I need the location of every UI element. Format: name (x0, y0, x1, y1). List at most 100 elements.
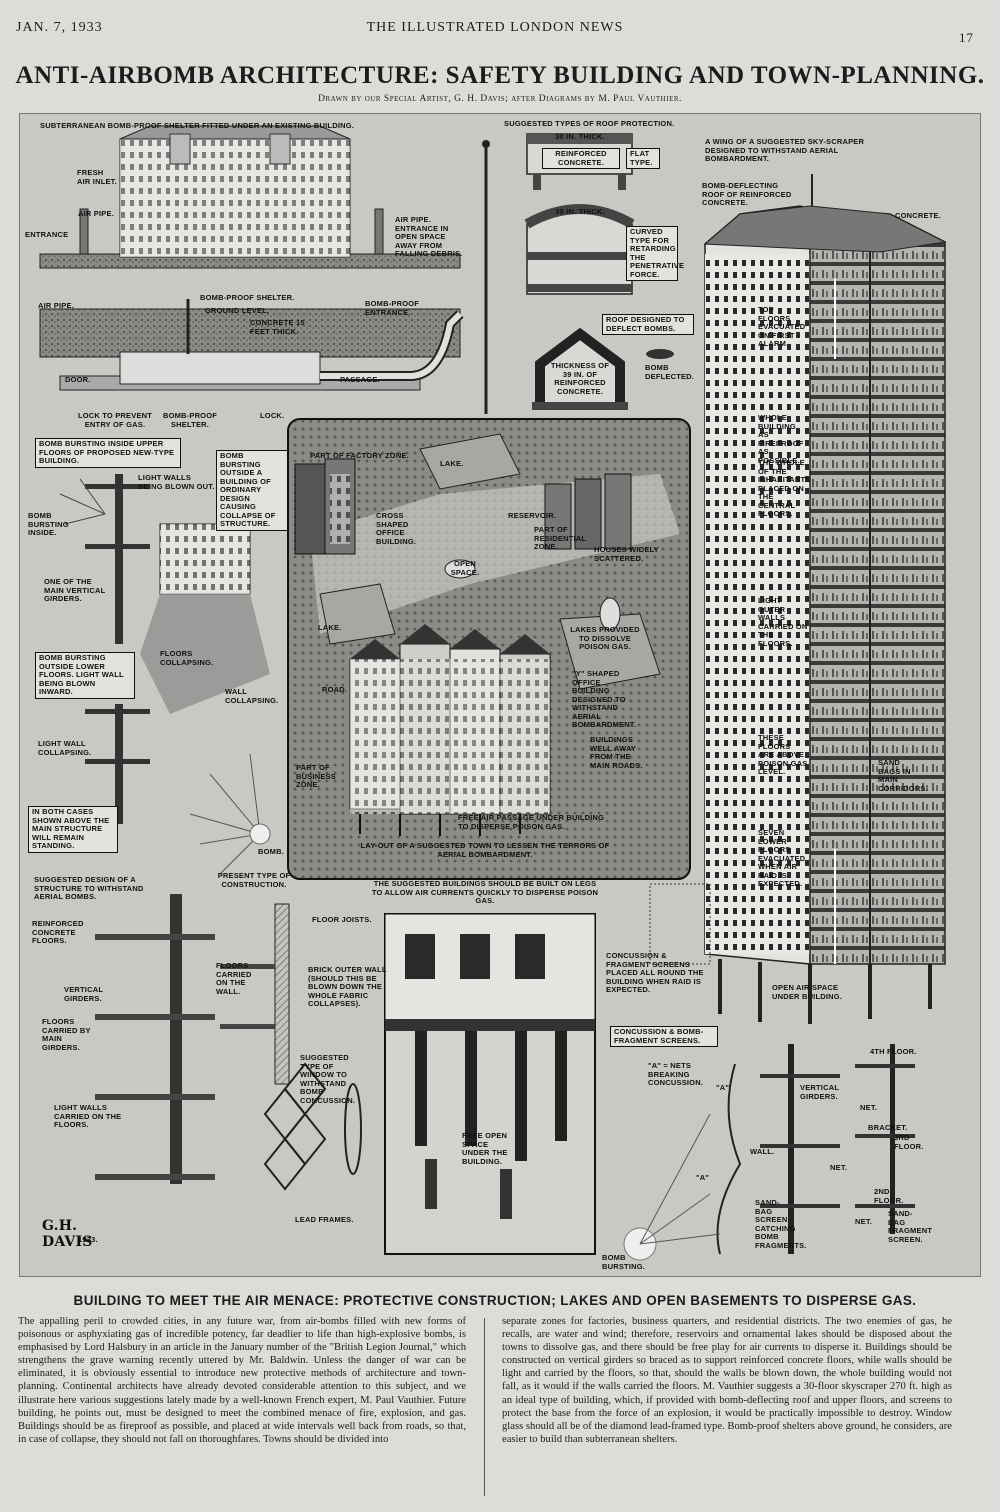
building-on-legs (384, 913, 596, 1255)
label-inhabitants: THE WHOLE OF THE INHABITANTS PLACED ON T… (758, 458, 811, 518)
article-column-1: The appalling peril to crowded cities, i… (18, 1316, 466, 1445)
label-houses: HOUSES WIDELY SCATTERED. (594, 545, 659, 563)
label-free-open-space: FREE OPEN SPACE UNDER THE BUILDING. (462, 1131, 508, 1166)
label-concussion-screens: CONCUSSION & FRAGMENT SCREENS PLACED ALL… (606, 951, 704, 994)
label-passage: PASSAGE. (340, 375, 380, 384)
label-open-air-space: OPEN AIR SPACE UNDER BUILDING. (772, 983, 843, 1001)
signature-year: 1933. (78, 1235, 98, 1244)
label-floor-4: 4TH FLOOR. (870, 1047, 917, 1056)
label-lakes-provided: LAKES PROVIDED TO DISSOLVE POISON GAS. (570, 625, 640, 651)
column-rule (484, 1318, 485, 1496)
label-open-space: OPEN SPACE. (450, 559, 480, 577)
label-above-poison: THESE FLOORS ARE ABOVE POISON GAS LEVEL. (758, 733, 808, 776)
town-layout-panel (287, 418, 691, 880)
skyscraper-title: A WING OF A SUGGESTED SKY-SCRAPER DESIGN… (705, 137, 865, 163)
label-lake-2: LAKE. (318, 623, 342, 632)
concussion-screens (623, 1044, 915, 1261)
label-business-zone: PART OF BUSINESS ZONE. (296, 763, 336, 789)
publication-title: THE ILLUSTRATED LONDON NEWS (366, 20, 624, 35)
label-bursting-outside: BOMB BURSTING OUTSIDE A BUILDING OF ORDI… (216, 450, 288, 531)
label-light-wall-collapsing: LIGHT WALL COLLAPSING. (38, 739, 92, 757)
label-concrete-thick: CONCRETE 15 FEET THICK. (250, 318, 305, 336)
label-curved-type: CURVED TYPE FOR RETARDING THE PENETRATIV… (626, 226, 684, 281)
label-seven-lower: SEVEN LOWER FLOORS EVACUATED WHEN AIR RA… (758, 828, 806, 888)
label-bursting-upper: BOMB BURSTING INSIDE UPPER FLOORS OF PRO… (35, 438, 181, 468)
diamond-window (263, 1062, 362, 1191)
label-net-1: NET. (860, 1103, 878, 1112)
label-light-outer-walls: LIGHT OUTER WALLS CARRIED ON THE FLOORS. (758, 596, 808, 648)
article-subhead: BUILDING TO MEET THE AIR MENACE: PROTECT… (73, 1293, 917, 1308)
skyscraper-drawing (649, 174, 947, 1024)
label-lock-prevent: LOCK TO PREVENT ENTRY OF GAS. (77, 411, 153, 429)
label-reinforced-floors: REINFORCED CONCRETE FLOORS. (32, 919, 84, 945)
label-vertical-girders: VERTICAL GIRDERS. (64, 985, 103, 1003)
roof-title: SUGGESTED TYPES OF ROOF PROTECTION. (504, 119, 675, 128)
label-factory-zone: PART OF FACTORY ZONE. (310, 451, 409, 460)
label-roof-deflect: ROOF DESIGNED TO DEFLECT BOMBS. (602, 314, 694, 335)
illustration-drawing (39, 125, 947, 1261)
artist-credit: Drawn by our Special Artist, G. H. Davis… (318, 94, 682, 104)
label-bomb-deflecting-roof: BOMB-DEFLECTING ROOF OF REINFORCED CONCR… (702, 181, 792, 207)
label-suggested-window: SUGGESTED TYPE OF WINDOW TO WITHSTAND BO… (300, 1053, 356, 1105)
label-bomb-proof-entrance: BOMB-PROOF ENTRANCE. (365, 299, 420, 317)
label-air-pipe-left: AIR PIPE. (78, 209, 114, 218)
label-bracket: BRACKET. (868, 1123, 908, 1132)
label-light-walls-blown: LIGHT WALLS BEING BLOWN OUT. (138, 473, 215, 491)
divider-rod (482, 140, 490, 414)
label-sandbag-screen: SAND-BAG SCREEN CATCHING BOMB FRAGMENTS. (755, 1198, 807, 1250)
label-light-walls-floors: LIGHT WALLS CARRIED ON THE FLOORS. (54, 1103, 122, 1129)
illustration: SUBTERRANEAN BOMB-PROOF SHELTER FITTED U… (19, 113, 981, 1277)
label-bomb: BOMB. (258, 847, 284, 856)
page-number: 17 (959, 30, 974, 45)
label-main-vertical: ONE OF THE MAIN VERTICAL GIRDERS. (44, 577, 106, 603)
label-a-mark-1: "A" (716, 1083, 730, 1092)
label-floor-joists: FLOOR JOISTS. (312, 915, 372, 924)
label-bomb-bursting: BOMB BURSTING. (602, 1253, 646, 1271)
label-thick-39: 39 IN. THICK. (555, 207, 605, 216)
label-ground-level: GROUND LEVEL. (205, 306, 270, 315)
label-brick-outer: BRICK OUTER WALL (SHOULD THIS BE BLOWN D… (308, 965, 387, 1008)
label-bomb-proof-shelter: BOMB-PROOF SHELTER. (200, 293, 295, 302)
label-reservoir: RESERVOIR. (508, 511, 557, 520)
label-lead-frames: LEAD FRAMES. (295, 1215, 354, 1224)
roof-types (524, 133, 674, 410)
label-vertical-girders-2: VERTICAL GIRDERS. (800, 1083, 839, 1101)
label-net-3: NET. (855, 1217, 873, 1226)
label-lake-1: LAKE. (440, 459, 464, 468)
label-floors-carried-girders: FLOORS CARRIED BY MAIN GIRDERS. (42, 1017, 91, 1052)
label-floors-carried-wall: FLOORS CARRIED ON THE WALL. (216, 961, 252, 996)
label-thickness-39: THICKNESS OF 39 IN. OF REINFORCED CONCRE… (550, 361, 610, 396)
label-bursting-inside: BOMB BURSTING INSIDE. (28, 511, 69, 537)
label-door: DOOR. (65, 375, 91, 384)
label-top-floors: TOP FLOORS EVACUATED ON FIRST ALARM. (758, 305, 806, 348)
label-legs-caption: THE SUGGESTED BUILDINGS SHOULD BE BUILT … (371, 879, 599, 905)
label-floor-2: 2ND FLOOR. (874, 1187, 904, 1205)
label-free-air-passage: FREE AIR PASSAGE UNDER BUILDING TO DISPE… (458, 813, 605, 831)
label-road: ROAD. (322, 685, 348, 694)
label-bomb-deflected: BOMB DEFLECTED. (645, 363, 695, 381)
label-bomb-proof-shelter-2: BOMB-PROOF SHELTER. (162, 411, 218, 429)
label-shaped-office: "Y" SHAPED OFFICE BUILDING DESIGNED TO W… (572, 669, 637, 729)
label-net-2: NET. (830, 1163, 848, 1172)
label-lock: LOCK. (260, 411, 285, 420)
headline: ANTI-AIRBOMB ARCHITECTURE: SAFETY BUILDI… (15, 62, 985, 89)
label-buildings-away: BUILDINGS WELL AWAY FROM THE MAIN ROADS. (590, 735, 643, 770)
label-flat-type: FLAT TYPE. (626, 148, 660, 169)
label-nets: "A" = NETS BREAKING CONCUSSION. (648, 1061, 704, 1087)
masthead: JAN. 7, 1933 THE ILLUSTRATED LONDON NEWS… (16, 20, 974, 45)
label-a-mark-2: "A" (696, 1173, 710, 1182)
label-sandbag-fragment: SAND-BAG FRAGMENT SCREEN. (888, 1209, 933, 1244)
artist-signature: G.H. DAVIS (42, 1218, 93, 1250)
label-air-pipe-2: AIR PIPE. (38, 301, 74, 310)
issue-date: JAN. 7, 1933 (16, 20, 103, 35)
label-residential: PART OF RESIDENTIAL ZONE. (534, 525, 587, 551)
structure-design (95, 894, 290, 1184)
label-entrance: ENTRANCE (25, 230, 69, 239)
label-floor-3: 3RD FLOOR. (894, 1133, 924, 1151)
shelter-drawing (39, 125, 464, 391)
label-thick-30: 30 IN. THICK. (555, 132, 605, 141)
article-column-2: separate zones for factories, business q… (502, 1316, 952, 1445)
label-suggested-design: SUGGESTED DESIGN OF A STRUCTURE TO WITHS… (34, 875, 144, 901)
label-wall-collapsing: WALL COLLAPSING. (225, 687, 279, 705)
